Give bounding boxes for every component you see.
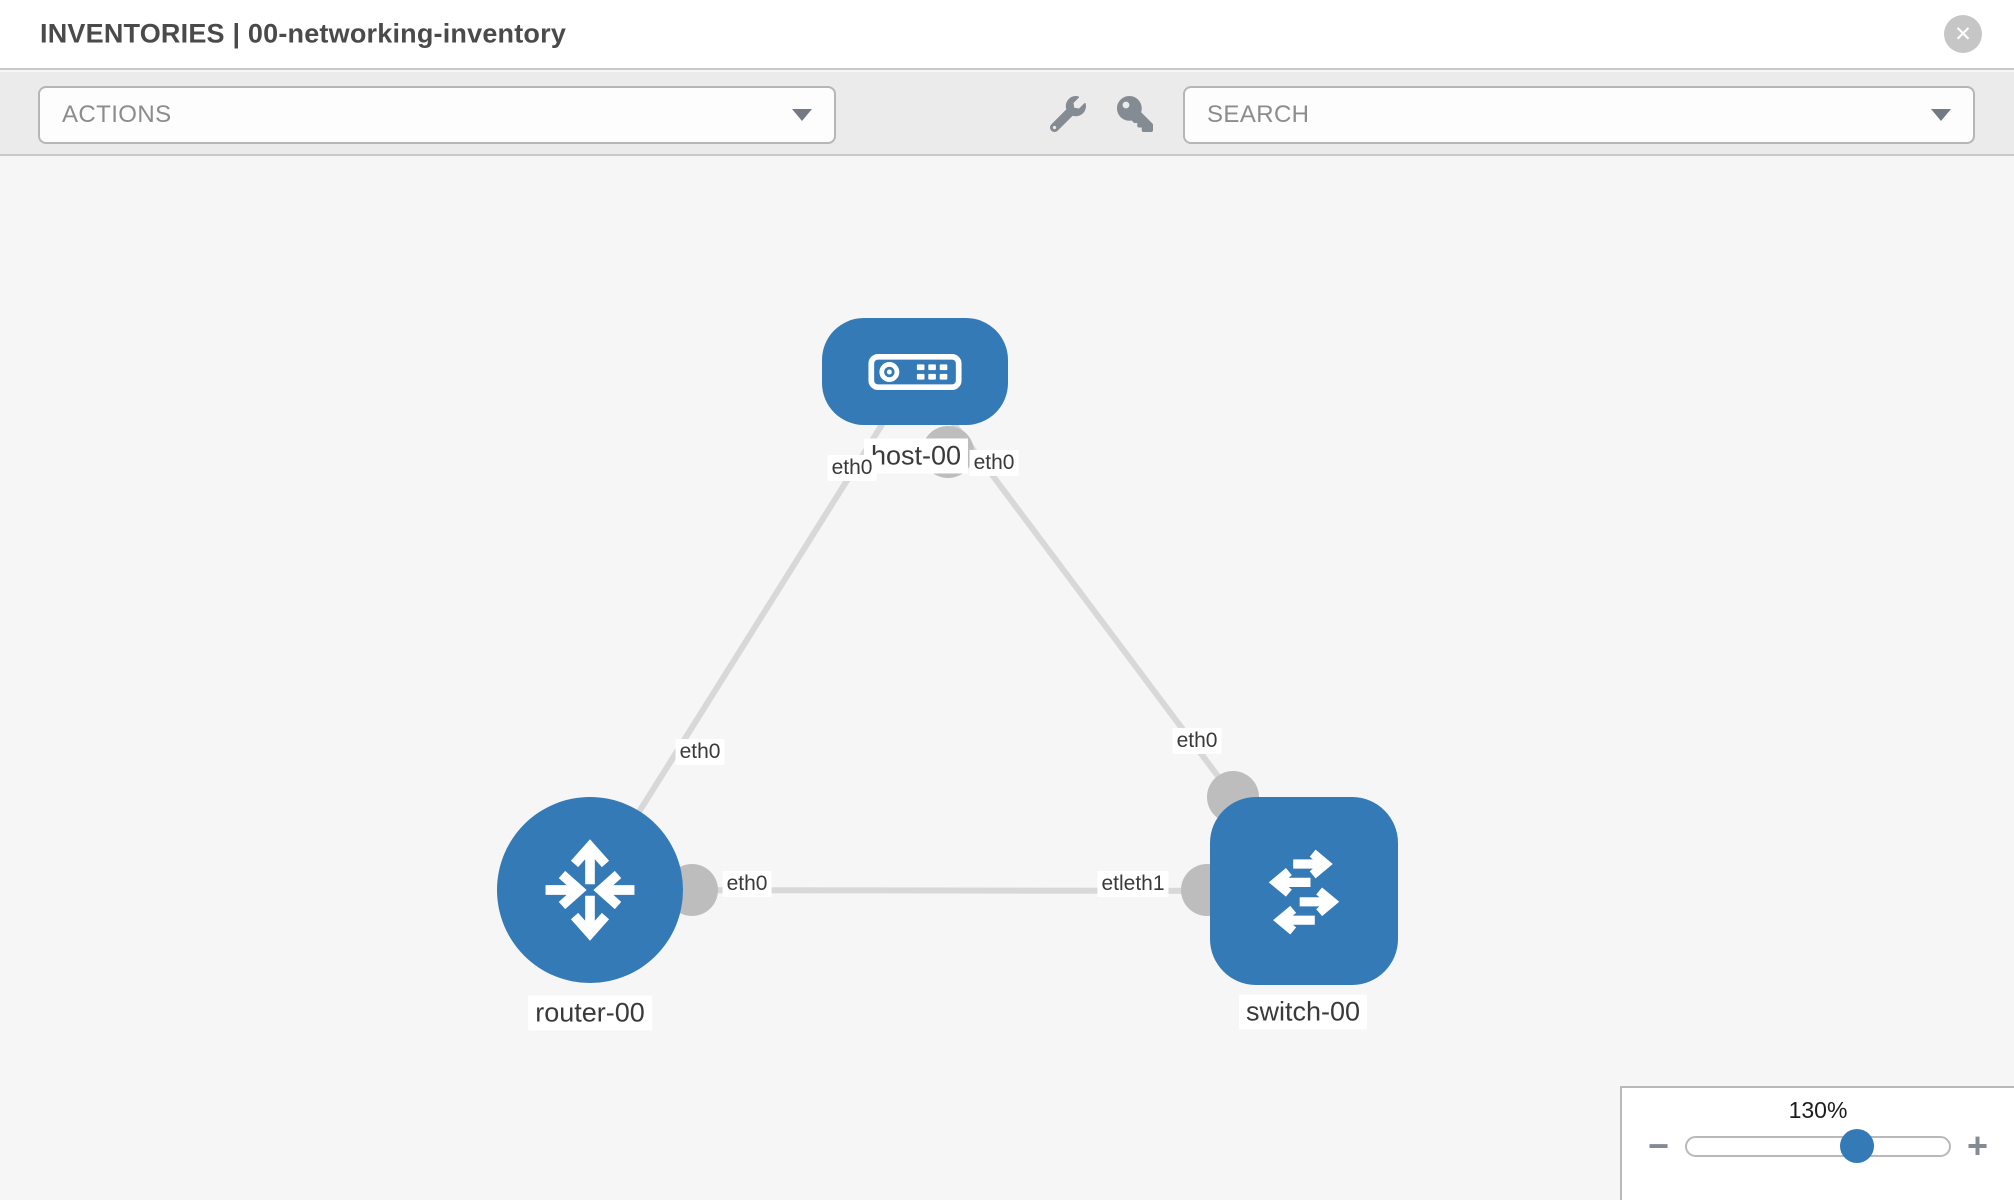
node-router-00[interactable] bbox=[497, 797, 683, 983]
actions-dropdown[interactable]: ACTIONS bbox=[38, 86, 836, 144]
chevron-down-icon bbox=[1931, 109, 1951, 121]
page-title: INVENTORIES | 00-networking-inventory bbox=[40, 18, 567, 49]
switch-icon bbox=[1268, 849, 1340, 935]
node-label-switch-00: switch-00 bbox=[1238, 994, 1368, 1030]
iface-label-router-eth0-top: eth0 bbox=[675, 738, 725, 766]
iface-label-host-eth0-right: eth0 bbox=[969, 449, 1019, 477]
key-icon[interactable] bbox=[1117, 96, 1153, 132]
node-label-host-00: host-00 bbox=[863, 438, 969, 474]
iface-label-host-eth0-left: eth0 bbox=[827, 454, 877, 482]
search-dropdown[interactable]: SEARCH bbox=[1183, 86, 1975, 144]
zoom-panel: 130% − + bbox=[1620, 1086, 2014, 1200]
links-layer bbox=[587, 370, 1307, 916]
search-dropdown-label: SEARCH bbox=[1207, 101, 1310, 128]
actions-dropdown-label: ACTIONS bbox=[62, 101, 172, 128]
zoom-in-button[interactable]: + bbox=[1966, 1125, 1988, 1166]
toolbar: ACTIONS SEARCH bbox=[0, 72, 2014, 156]
wrench-icon[interactable] bbox=[1049, 96, 1086, 133]
iface-label-switch-eth0-top: eth0 bbox=[1172, 727, 1222, 755]
zoom-out-button[interactable]: − bbox=[1648, 1125, 1670, 1166]
node-host-00[interactable] bbox=[822, 318, 1008, 425]
server-icon bbox=[868, 353, 962, 390]
zoom-percent-value: 130% bbox=[1788, 1097, 1848, 1123]
router-icon bbox=[545, 839, 635, 941]
chevron-down-icon bbox=[792, 109, 812, 121]
zoom-slider-thumb[interactable] bbox=[1840, 1128, 1875, 1163]
node-switch-00[interactable] bbox=[1210, 797, 1398, 985]
iface-label-switch-eth1-left: etleth1 bbox=[1097, 870, 1169, 898]
close-icon[interactable]: ✕ bbox=[1944, 15, 1982, 53]
header: INVENTORIES | 00-networking-inventory ✕ bbox=[0, 0, 2014, 70]
iface-label-router-eth0-right: eth0 bbox=[722, 870, 772, 898]
node-label-router-00: router-00 bbox=[528, 995, 652, 1031]
topology-canvas[interactable]: host-00 router-00 switch-00 eth0 eth0 et… bbox=[0, 156, 2014, 1200]
zoom-slider-track[interactable] bbox=[1685, 1128, 1951, 1163]
zoom-slider-row: − + bbox=[1622, 1128, 2014, 1164]
